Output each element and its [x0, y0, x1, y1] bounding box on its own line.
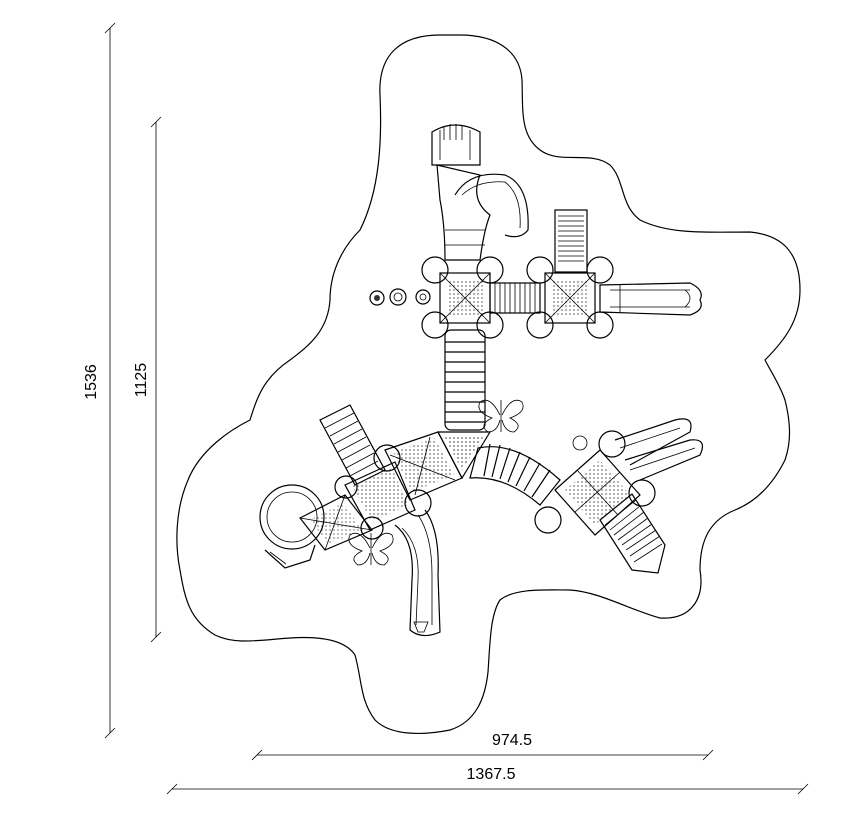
double-slide-right — [614, 418, 703, 481]
dimension-overall-height: 1536 — [83, 22, 116, 739]
dimension-overall-height-label: 1536 — [83, 364, 100, 400]
spiral-slide-left — [259, 484, 325, 569]
tunnel-vertical — [444, 329, 486, 431]
platform-right — [534, 430, 656, 536]
ladder-top-right — [554, 209, 588, 273]
dimension-structure-height-label: 1125 — [133, 363, 150, 398]
ramp-right — [599, 493, 666, 574]
platform-left-lower — [334, 461, 432, 540]
slide-top-right — [599, 282, 702, 316]
dimension-structure-width: 974.5 — [251, 732, 714, 761]
dimension-overall-width-label: 1367.5 — [467, 766, 516, 783]
platform-top-left — [421, 256, 504, 339]
safety-zone-outline — [176, 34, 801, 734]
tube-slide-top — [431, 124, 529, 261]
bridge-top — [489, 282, 541, 314]
tunnel-diagonal-right — [469, 443, 561, 506]
butterfly-decor-center — [478, 399, 524, 433]
dimension-structure-height: 1125 — [133, 116, 162, 643]
bridge-left — [299, 494, 373, 551]
platform-left-upper — [373, 431, 463, 501]
ladder-left — [319, 404, 386, 486]
spinner-elements — [369, 288, 431, 306]
butterfly-decor-left — [348, 532, 394, 566]
dimension-overall-width: 1367.5 — [166, 766, 809, 795]
dimension-structure-width-label: 974.5 — [492, 732, 532, 749]
platform-top-right — [526, 256, 614, 339]
slide-left-bottom — [394, 509, 441, 637]
